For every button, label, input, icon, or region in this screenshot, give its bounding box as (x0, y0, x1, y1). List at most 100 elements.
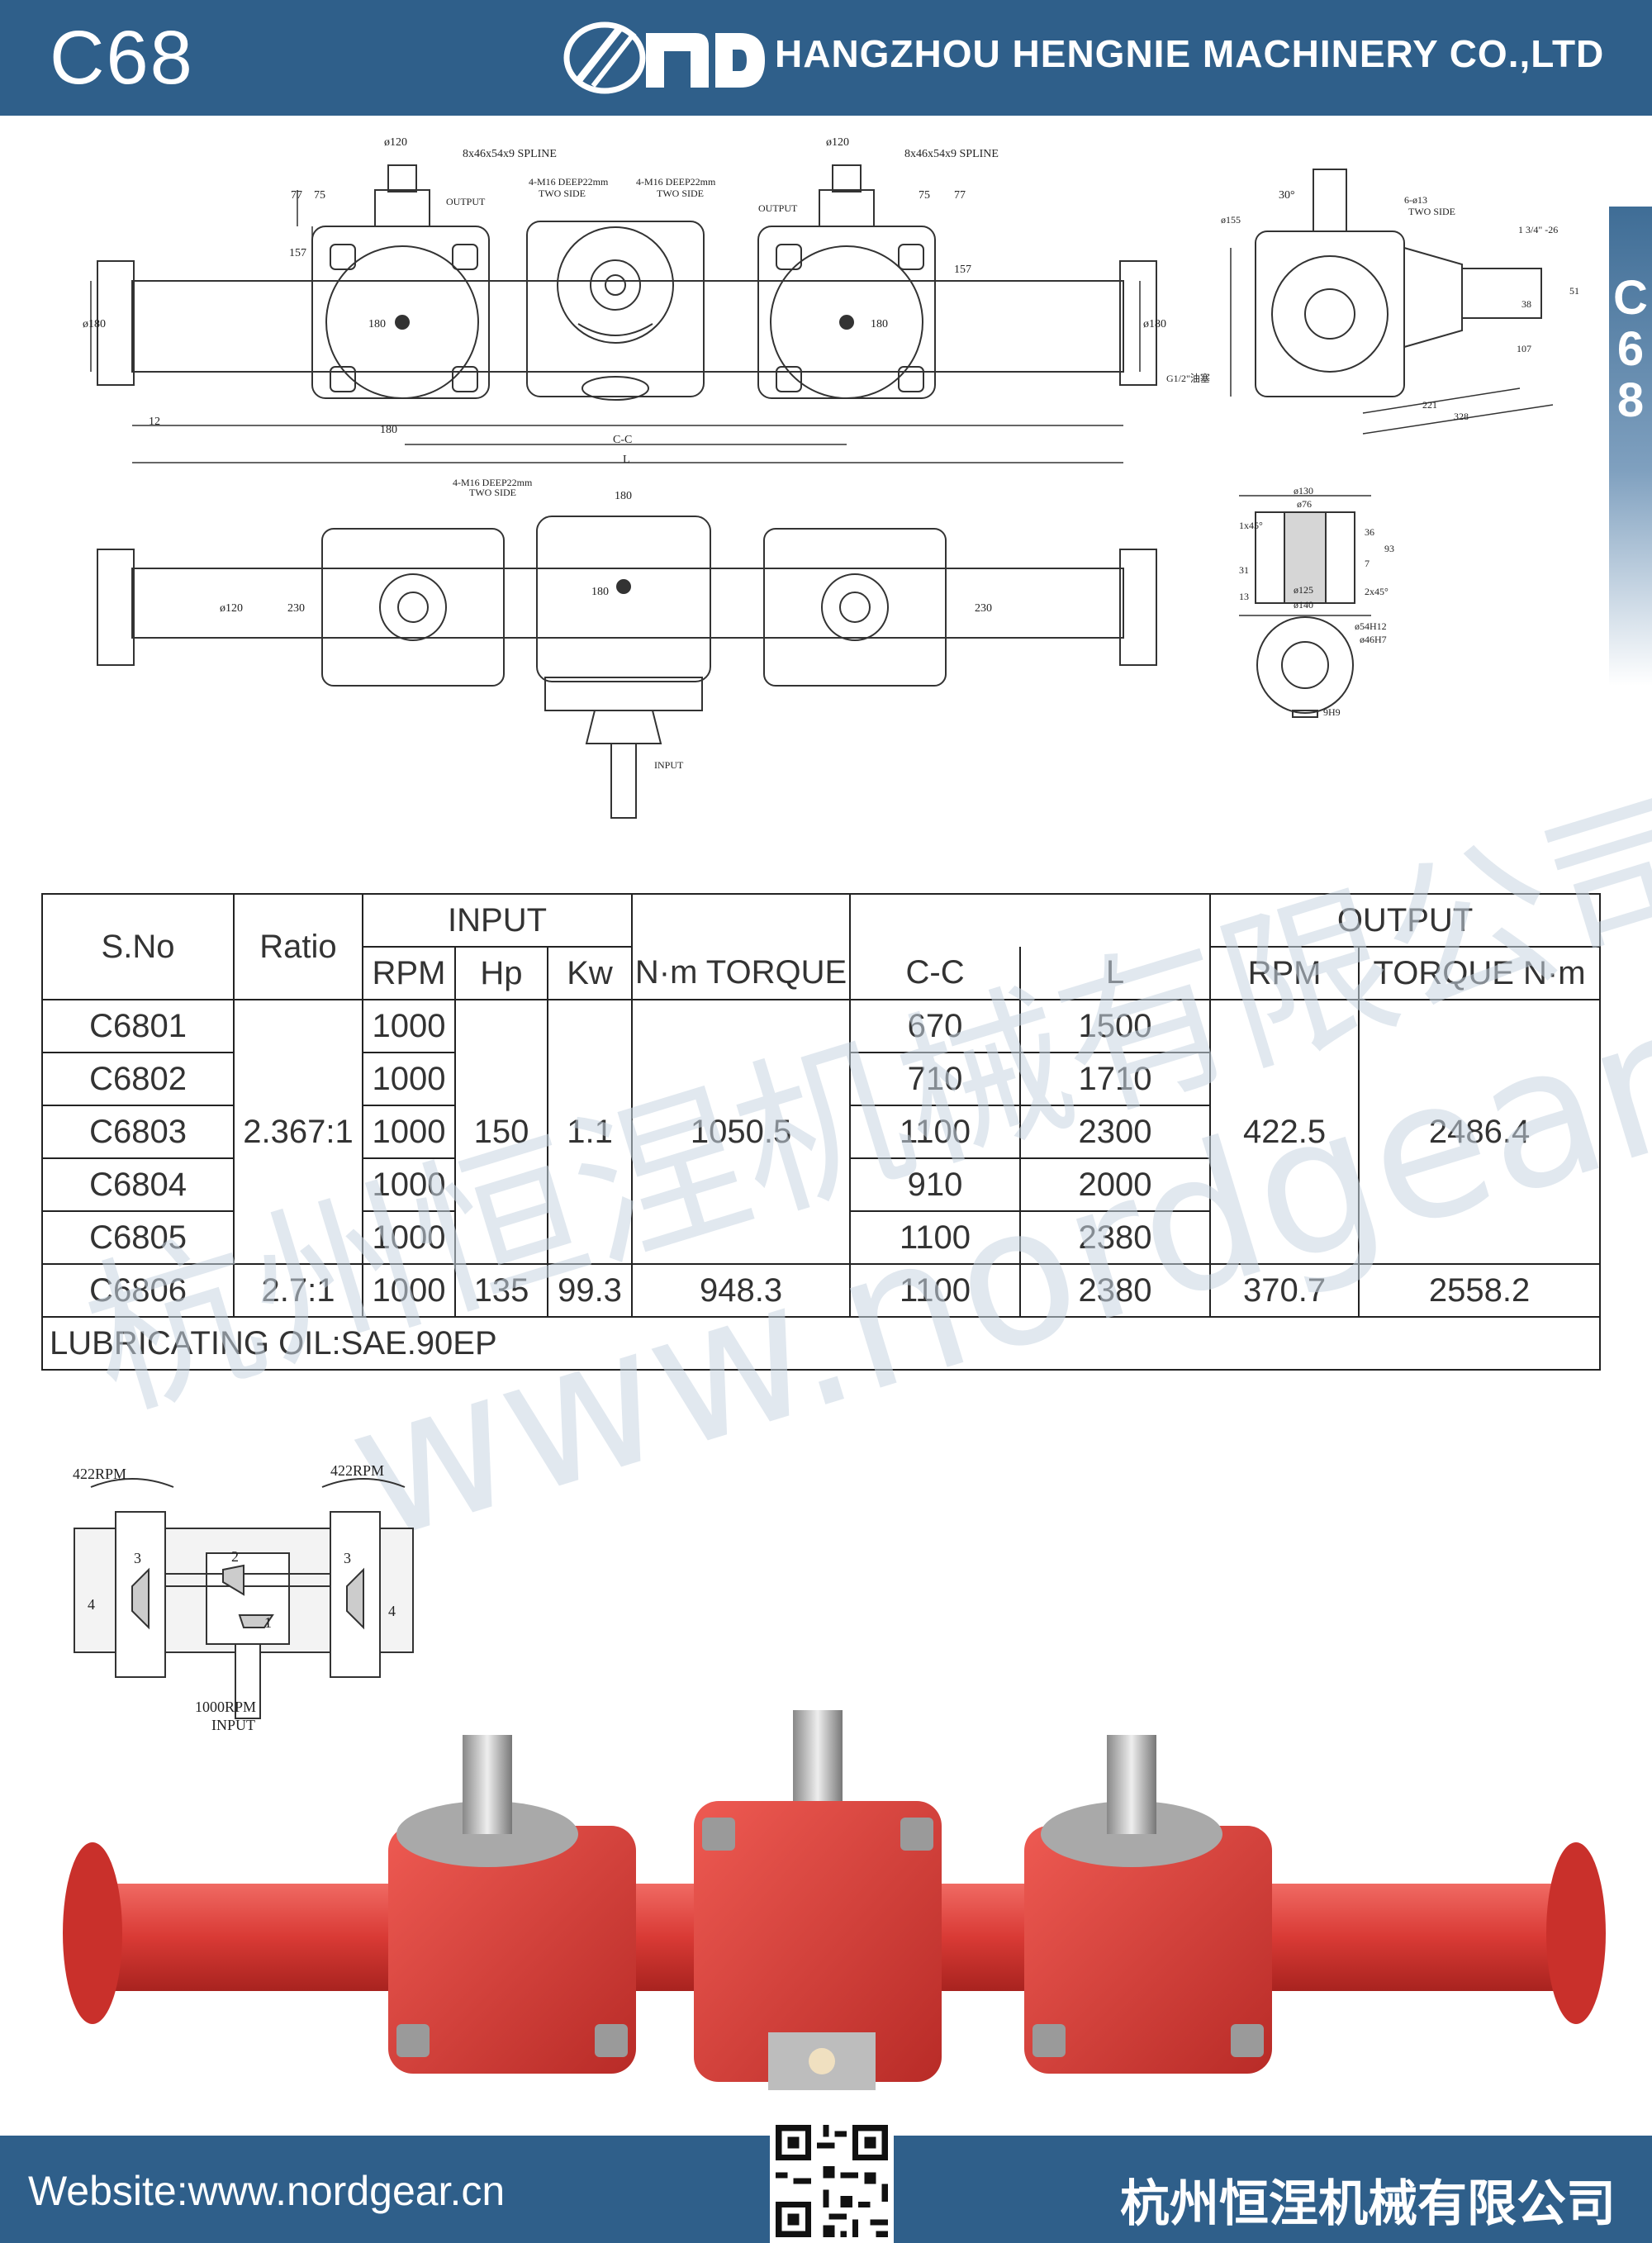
table-row: C6806 2.7:1 1000 135 99.3 948.3 1100 238… (41, 1263, 1602, 1318)
dim-d120b: ø120 (220, 602, 243, 615)
side-tab-letter: 8 (1616, 373, 1645, 427)
dim-d125: ø125 (1294, 584, 1313, 596)
input-rpm: 1000RPM (195, 1699, 256, 1715)
dim-230: 230 (975, 602, 992, 615)
output-label: OUTPUT (446, 196, 486, 207)
product-photo (63, 1710, 1606, 2090)
front-view (90, 164, 1157, 463)
cell-rpm: 1000 (362, 1105, 456, 1159)
cell-torque: 948.3 (631, 1263, 852, 1318)
dim-36: 36 (1365, 526, 1374, 538)
col-ratio: Ratio (233, 893, 363, 1000)
col-input: INPUT (361, 893, 634, 948)
dim-180: 180 (615, 490, 632, 502)
output-left-rpm: 422RPM (73, 1466, 126, 1482)
spec-table: S.No Ratio INPUT OUTPUT RPM Hp Kw N·m TO… (40, 893, 1602, 1371)
dim-77: 77 (291, 189, 302, 202)
cell-hp: 135 (454, 1263, 548, 1318)
cell-sno: C6804 (41, 1157, 235, 1212)
dim-d180: ø180 (1143, 318, 1166, 330)
dim-180: 180 (871, 318, 888, 330)
table-row: C6803 1000 1100 2300 (41, 1105, 1600, 1159)
col-output: OUTPUT (1209, 893, 1602, 948)
gear-number-1: 1 (264, 1614, 272, 1631)
company-name-en: HANGZHOU HENGNIE MACHINERY CO.,LTD (775, 32, 1605, 75)
dim-13: 13 (1239, 591, 1249, 602)
cell-l: 1500 (1019, 999, 1212, 1053)
col-torque: N·m TORQUE (631, 947, 852, 1000)
cell-ratio: 2.367:1 (233, 999, 363, 1265)
side-tab-letter: C (1613, 271, 1648, 325)
dim-9h9: 9H9 (1323, 706, 1341, 718)
cell-sno: C6805 (41, 1210, 235, 1265)
col-empty (849, 893, 1212, 947)
cell-cc: 670 (849, 999, 1022, 1053)
cell-out-rpm: 370.7 (1209, 1263, 1360, 1318)
cell-sno: C6801 (41, 999, 235, 1053)
col-sno: S.No (41, 893, 235, 1000)
cell-cc: 710 (849, 1052, 1022, 1106)
dim-38: 38 (1521, 298, 1531, 310)
col-hp: Hp (454, 946, 548, 1000)
cell-ratio: 2.7:1 (233, 1263, 363, 1318)
dim-77: 77 (954, 189, 966, 202)
cell-hp: 150 (454, 999, 548, 1265)
cell-rpm: 1000 (362, 1210, 456, 1265)
dim-d120: ø120 (384, 136, 407, 149)
holes-callout: 6-ø13 (1404, 194, 1427, 206)
nd-logo (563, 21, 765, 94)
dim-328: 328 (1454, 411, 1469, 422)
dim-157: 157 (289, 247, 306, 259)
cell-rpm: 1000 (362, 1157, 456, 1212)
table-row: C6804 1000 910 2000 (41, 1157, 1600, 1212)
dim-12: 12 (149, 416, 160, 428)
table-row: C6801 2.367:1 1000 150 1.1 1050.5 670 15… (41, 999, 1602, 1265)
thread-callout: 4-M16 DEEP22mm (529, 176, 609, 188)
cell-rpm: 1000 (362, 999, 456, 1053)
cell-cc: 1100 (849, 1210, 1022, 1265)
spline-side-callout: 1 3/4" -26 (1518, 224, 1558, 235)
dim-180: 180 (380, 424, 397, 436)
cell-l: 1710 (1019, 1052, 1212, 1106)
thread-callout: 4-M16 DEEP22mm (453, 477, 533, 488)
dim-221: 221 (1422, 399, 1437, 411)
oil-port-callout: G1/2"油塞 (1166, 372, 1210, 384)
cell-cc: 910 (849, 1157, 1022, 1212)
dim-cc: C-C (613, 434, 632, 446)
cell-sno: C6802 (41, 1052, 235, 1106)
technical-drawings: ø120 8x46x54x9 SPLINE ø120 8x46x54x9 SPL… (83, 136, 1579, 819)
dim-d76: ø76 (1297, 498, 1312, 510)
dim-chamfer1: 1x45° (1239, 520, 1263, 531)
cell-l: 2300 (1019, 1105, 1212, 1159)
cell-kw: 1.1 (546, 999, 634, 1265)
dim-93: 93 (1384, 543, 1394, 554)
cell-l: 2380 (1019, 1263, 1212, 1318)
dim-107: 107 (1517, 343, 1531, 354)
dim-d130: ø130 (1294, 485, 1313, 497)
dim-180: 180 (368, 318, 386, 330)
gear-number-3: 3 (134, 1550, 141, 1566)
table-row: C6802 1000 710 1710 (41, 1052, 1600, 1106)
dim-angle: 30° (1279, 189, 1295, 202)
model-code: C68 (50, 16, 194, 100)
website-link[interactable]: Website:www.nordgear.cn (28, 2168, 506, 2214)
spline-callout: 8x46x54x9 SPLINE (463, 148, 557, 160)
cell-cc: 1100 (849, 1105, 1022, 1159)
cell-sno: C6803 (41, 1105, 235, 1159)
col-out-rpm: RPM (1209, 946, 1360, 1000)
gear-number-4: 4 (388, 1603, 396, 1619)
gear-number-4: 4 (88, 1596, 95, 1613)
cell-out-torque: 2558.2 (1358, 1263, 1602, 1318)
output-label: OUTPUT (758, 202, 798, 214)
cell-l: 2380 (1019, 1210, 1212, 1265)
side-tab-letter: 6 (1616, 322, 1645, 376)
gear-number-3: 3 (344, 1550, 351, 1566)
input-label: INPUT (654, 759, 684, 771)
side-view (1230, 169, 1554, 435)
lubricating-oil-note: LUBRICATING OIL:SAE.90EP (40, 1316, 1602, 1371)
dim-51: 51 (1569, 285, 1579, 297)
two-side-label: TWO SIDE (539, 188, 586, 199)
dim-230: 230 (287, 602, 305, 615)
col-kw: Kw (546, 946, 634, 1000)
dim-d180: ø180 (83, 318, 106, 330)
